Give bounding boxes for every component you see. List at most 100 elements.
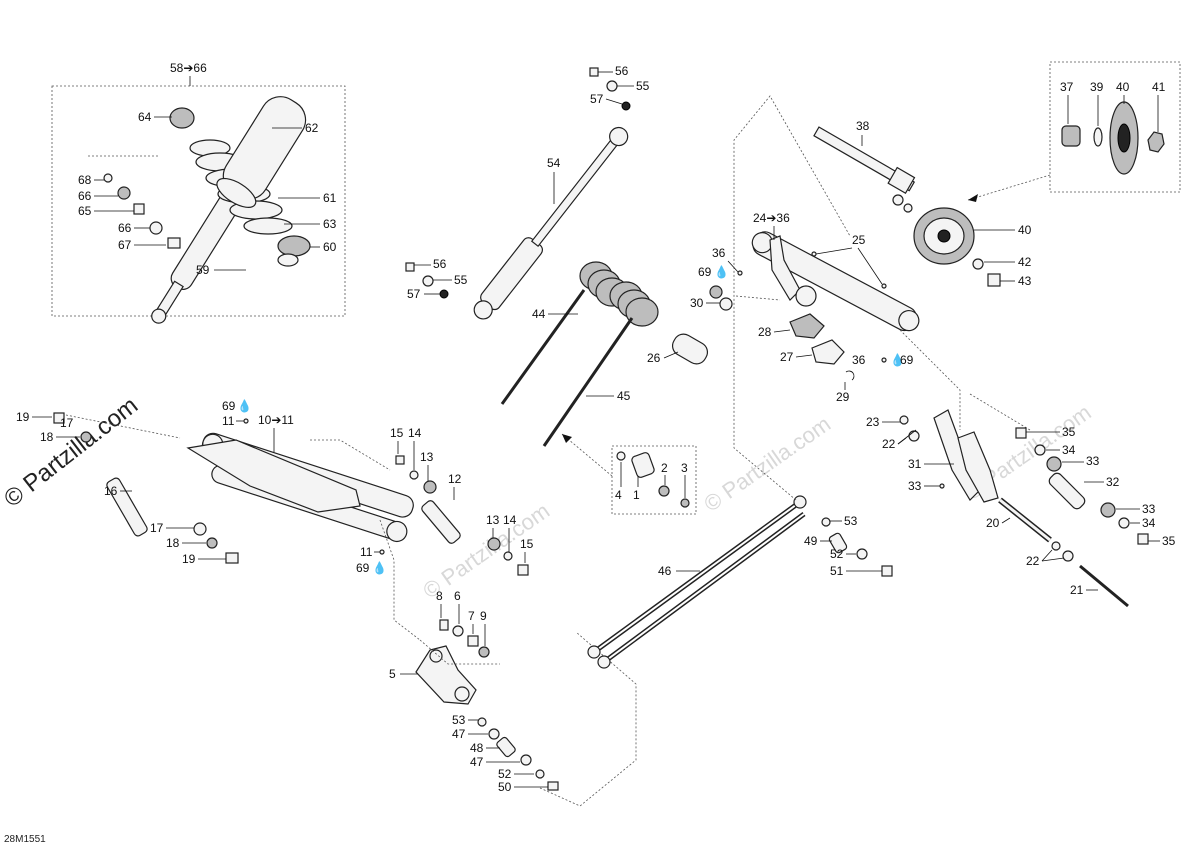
callout-16: 16 (104, 484, 118, 498)
callout-43: 43 (1018, 274, 1032, 288)
callout-55: 55 (636, 79, 650, 93)
callout-67: 67 (118, 238, 132, 252)
callout-36: 36 (852, 353, 866, 367)
callout-13: 13 (486, 513, 500, 527)
callout-18: 18 (166, 536, 180, 550)
bolt (167, 237, 181, 249)
oil-drop-icon: 💧 (372, 561, 387, 575)
pivot-hardware-box-group: 4 1 2 3 (561, 433, 697, 515)
rear-arm-group: 24➔36 25 36 69 💧 30 28 27 29 36 💧 69 (690, 211, 961, 430)
callout-14: 14 (503, 513, 517, 527)
faint-watermark: © Partzilla.com (699, 411, 835, 517)
callout-21: 21 (1070, 583, 1084, 597)
shock-kit-label: 58➔66 (170, 61, 207, 75)
wheel-bushing (1061, 125, 1081, 147)
wheel-kit-group: 37 39 40 41 (967, 61, 1181, 202)
rear-arm-kit-label: 24➔36 (753, 211, 790, 225)
callout-54: 54 (547, 156, 561, 170)
callout-53: 53 (452, 713, 466, 727)
callout-42: 42 (1018, 255, 1032, 269)
callout-36: 36 (712, 246, 726, 260)
callout-33: 33 (1086, 454, 1100, 468)
callout-4: 4 (615, 488, 622, 502)
bushing (133, 203, 145, 215)
cross-bolt-21 (1079, 564, 1129, 608)
callout-28: 28 (758, 325, 772, 339)
callout-12: 12 (448, 472, 462, 486)
upper-axle-shaft (813, 126, 916, 192)
wheel-snap-ring (1093, 127, 1103, 147)
callout-56: 56 (433, 257, 447, 271)
callout-47: 47 (470, 755, 484, 769)
pivot-shaft (421, 500, 461, 544)
callout-32: 32 (1106, 475, 1120, 489)
callout-49: 49 (804, 534, 818, 548)
callout-35: 35 (1062, 425, 1076, 439)
callout-37: 37 (1060, 80, 1074, 94)
shock-kit-group: 58➔66 (51, 61, 346, 324)
callout-41: 41 (1152, 80, 1166, 94)
oil-drop-icon: 💧 (890, 353, 905, 367)
callout-39: 39 (1090, 80, 1104, 94)
callout-3: 3 (681, 461, 688, 475)
shock-absorber (480, 237, 544, 311)
callout-45: 45 (617, 389, 631, 403)
callout-5: 5 (389, 667, 396, 681)
callout-8: 8 (436, 589, 443, 603)
wheel-nut (1147, 131, 1165, 153)
washer (103, 173, 113, 183)
callout-55: 55 (454, 273, 468, 287)
callout-11: 11 (222, 414, 235, 428)
oil-drop-icon: 💧 (714, 265, 729, 279)
callout-20: 20 (986, 516, 1000, 530)
callout-7: 7 (468, 609, 475, 623)
callout-1: 1 (633, 488, 640, 502)
callout-17: 17 (150, 521, 164, 535)
upper-axle-group: 38 40 42 43 (813, 119, 1032, 288)
pivot-hardware-box (611, 445, 697, 515)
shock-eye-top (151, 308, 167, 324)
link-arm-group: 46 53 49 52 51 (587, 95, 893, 669)
callout-68: 68 (78, 173, 92, 187)
callout-66: 66 (118, 221, 132, 235)
washer (149, 221, 163, 235)
rear-plates-group: 23 22 31 33 35 34 33 32 33 34 35 (866, 393, 1176, 608)
callout-47: 47 (452, 727, 466, 741)
callout-35: 35 (1162, 534, 1176, 548)
torsion-spring-group: 44 45 26 (500, 261, 709, 447)
callout-52: 52 (498, 767, 512, 781)
callout-34: 34 (1142, 516, 1156, 530)
adjuster-ring (277, 235, 311, 257)
callout-26: 26 (647, 351, 661, 365)
spring-arm-rod-long (542, 317, 634, 447)
nut (117, 186, 131, 200)
callout-15: 15 (520, 537, 534, 551)
callout-65: 65 (78, 204, 92, 218)
callout-22: 22 (1026, 554, 1040, 568)
callout-19: 19 (16, 410, 30, 424)
front-axle (106, 477, 148, 537)
callout-40: 40 (1116, 80, 1130, 94)
oil-drop-icon: 💧 (237, 399, 252, 413)
callout-15: 15 (390, 426, 404, 440)
callout-19: 19 (182, 552, 196, 566)
callout-50: 50 (498, 780, 512, 794)
side-plate-inner (957, 431, 999, 503)
callout-44: 44 (532, 307, 546, 321)
spring-seat (169, 107, 195, 129)
spring-arm-rod (500, 289, 586, 405)
callout-30: 30 (690, 296, 704, 310)
callout-57: 57 (407, 287, 421, 301)
callout-6: 6 (454, 589, 461, 603)
rear-arm-stopper (811, 339, 845, 365)
callout-17: 17 (60, 416, 74, 430)
callout-52: 52 (830, 547, 844, 561)
callout-40: 40 (1018, 223, 1032, 237)
front-shock-group: 56 55 57 54 56 55 57 (405, 64, 650, 320)
callout-56: 56 (615, 64, 629, 78)
callout-23: 23 (866, 415, 880, 429)
callout-13: 13 (420, 450, 434, 464)
callout-60: 60 (323, 240, 337, 254)
callout-69: 69 (900, 353, 914, 367)
